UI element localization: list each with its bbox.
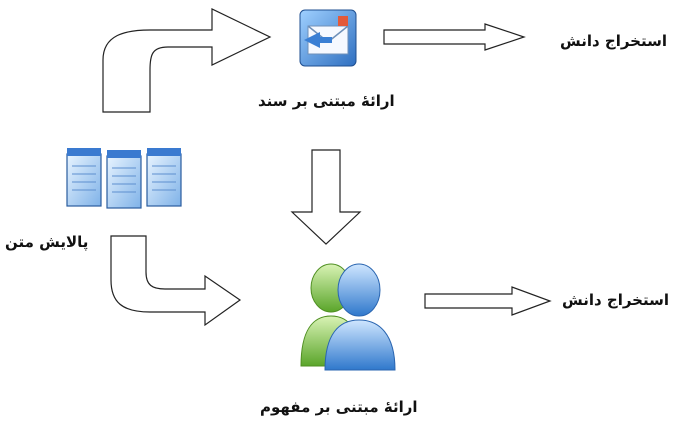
arrow-down-center	[290, 149, 362, 245]
arrow-to-knowledge-bottom	[424, 286, 552, 316]
curved-arrow-bottom	[110, 235, 242, 327]
knowledge-extraction-top-label: استخراج دانش	[560, 32, 668, 50]
messenger-users-icon	[300, 263, 396, 371]
curved-arrow-top	[102, 8, 272, 113]
arrow-to-knowledge-top	[383, 23, 526, 51]
notepad-documents-icon	[66, 148, 182, 209]
text-filtering-label: پالایش متن	[5, 233, 89, 251]
mail-envelope-icon	[299, 9, 357, 67]
concept-based-label: ارائهٔ مبتنی بر مفهوم	[260, 398, 418, 416]
document-based-label: ارائهٔ مبتنی بر سند	[258, 92, 395, 110]
knowledge-extraction-bottom-label: استخراج دانش	[562, 291, 670, 309]
